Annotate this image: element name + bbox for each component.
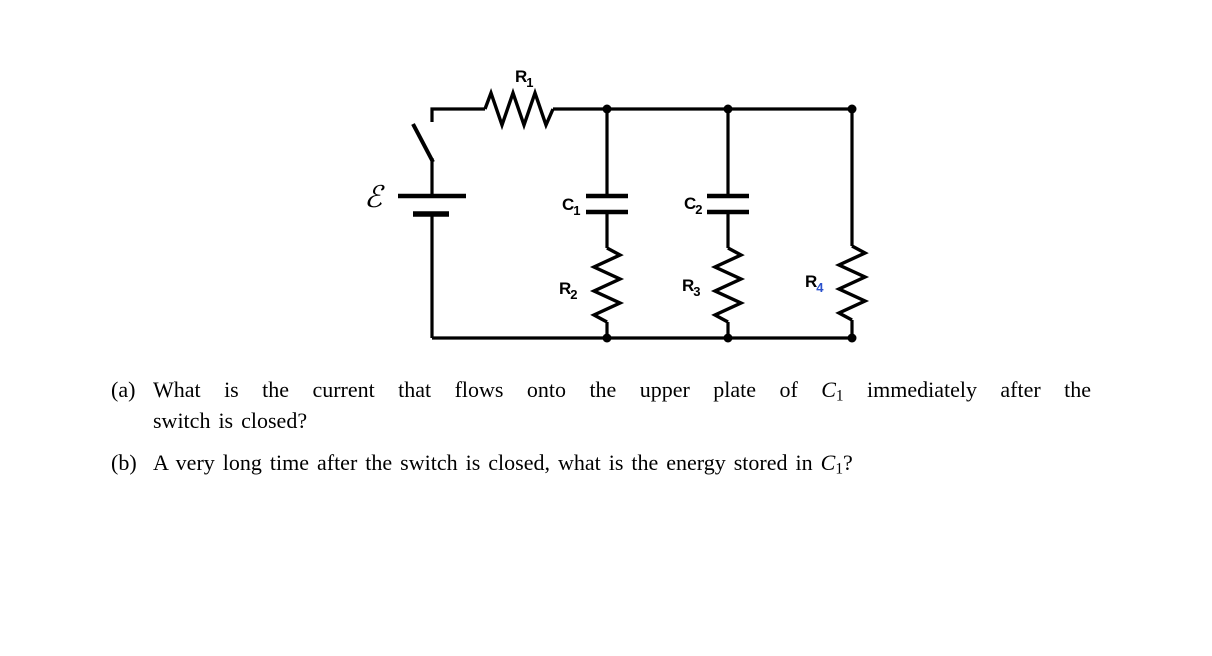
label-c1-main: C	[562, 195, 575, 214]
label-c2: C2	[684, 194, 703, 216]
question-b: (b) A very long time after the switch is…	[111, 447, 1091, 478]
junction-dot	[723, 333, 733, 343]
label-r4-sub: 4	[816, 280, 824, 295]
c1-symbol: C	[821, 377, 836, 402]
resistor-r2-zigzag	[589, 246, 625, 324]
emf-label: ℰ	[364, 180, 383, 215]
label-c1: C1	[562, 195, 581, 217]
question-b-label: (b)	[111, 450, 137, 475]
c1-symbol: C	[820, 450, 836, 475]
c1-subscript: 1	[835, 460, 844, 478]
junction-dot	[847, 104, 857, 114]
label-r4-main: R	[805, 272, 818, 291]
question-a-body: What is the current that flows onto the …	[153, 374, 1091, 436]
junction-dot	[602, 104, 612, 114]
junction-dot	[847, 333, 857, 343]
label-c2-sub: 2	[695, 202, 703, 217]
question-b-body: A very long time after the switch is clo…	[153, 447, 1091, 478]
label-r3-main: R	[682, 276, 695, 295]
resistor-r3-zigzag	[710, 246, 746, 324]
label-r3: R3	[682, 276, 701, 298]
label-c2-main: C	[684, 194, 697, 213]
junction-dot	[602, 333, 612, 343]
question-a: (a) What is the current that flows onto …	[111, 374, 1091, 436]
top-wire-left	[430, 107, 485, 122]
label-r1-main: R	[515, 67, 528, 86]
c1-subscript: 1	[835, 387, 844, 405]
question-a-label: (a)	[111, 377, 136, 402]
question-a-line2: switch is closed?	[153, 408, 308, 433]
junction-dot	[723, 104, 733, 114]
question-a-text-post: immediately after the	[843, 377, 1092, 402]
question-a-line1: What is the current that flows onto the …	[153, 374, 1091, 405]
questions-block: (a) What is the current that flows onto …	[111, 374, 1091, 478]
label-r4: R4	[805, 272, 824, 294]
label-r3-sub: 3	[693, 284, 701, 299]
label-r2: R2	[559, 279, 578, 301]
label-r1-sub: 1	[526, 75, 534, 90]
resistor-r1-zigzag	[483, 87, 555, 131]
label-r2-main: R	[559, 279, 572, 298]
question-a-text-pre: What is the current that flows onto the …	[153, 377, 822, 402]
label-c1-sub: 1	[573, 203, 581, 218]
label-r2-sub: 2	[570, 287, 578, 302]
question-b-text-pre: A very long time after the switch is clo…	[153, 450, 821, 475]
question-b-text-post: ?	[843, 450, 853, 475]
label-r1: R1	[515, 67, 534, 89]
resistor-r4-zigzag	[834, 244, 870, 322]
switch-blade	[411, 123, 435, 163]
